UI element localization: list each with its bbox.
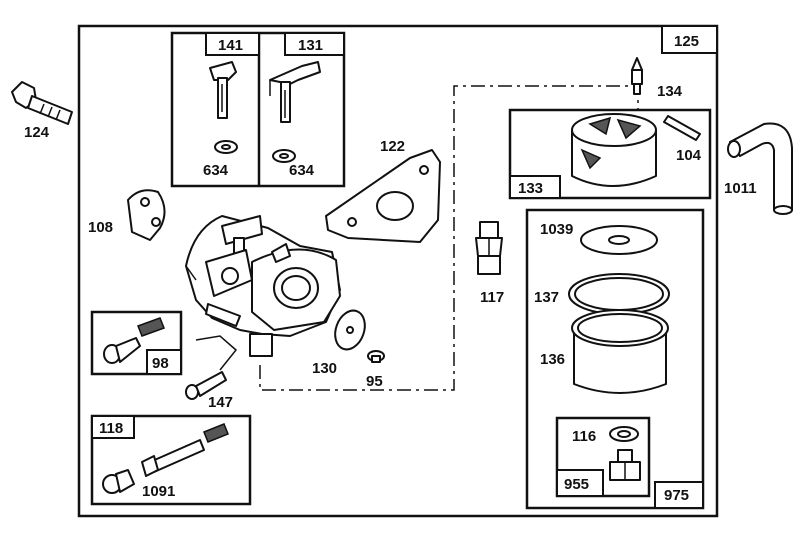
label-131: 131 [298,37,323,54]
label-634-left: 634 [203,162,229,179]
tag-955-box [556,469,604,497]
bolt-124 [11,81,73,125]
label-108: 108 [88,219,113,236]
box-98 [90,310,183,376]
leader-147 [195,335,238,371]
label-136: 136 [540,351,565,368]
tag-131-box [284,32,345,56]
gasket-1039 [580,225,658,255]
label-137: 137 [534,289,559,306]
box-975 [525,208,705,510]
label-125: 125 [674,33,699,50]
label-117: 117 [480,289,504,306]
washer-634-right [272,149,296,163]
label-955: 955 [564,476,589,493]
label-122: 122 [380,138,405,155]
tag-125-box [661,25,718,54]
fuel-hose-1011 [727,122,793,215]
o-ring-137 [568,273,670,315]
float-bowl-136 [571,309,669,394]
carburetor-body [185,215,341,357]
choke-shaft-131 [269,61,321,123]
label-634-right: 634 [289,162,315,179]
label-133: 133 [518,180,543,197]
diaphragm-130 [334,309,366,351]
label-95: 95 [366,373,383,390]
washer-116 [609,426,639,442]
washer-634-left [214,140,238,154]
tag-98-box [146,349,182,375]
box-133 [508,108,712,200]
throttle-shaft-141 [209,61,237,119]
label-147: 147 [208,394,233,411]
choke-plate-108 [127,189,166,241]
label-104: 104 [676,147,702,164]
gasket-122 [325,149,441,243]
main-frame [77,24,719,518]
bowl-nut-955 [609,449,641,481]
tag-118-box [91,415,135,439]
label-118: 118 [99,420,123,437]
float-133 [571,113,657,187]
mixture-screw-118 [102,423,229,494]
label-1091: 1091 [142,483,175,500]
label-134: 134 [657,83,683,100]
label-116: 116 [572,428,596,445]
label-1011: 1011 [724,180,757,197]
tag-141-box [205,32,260,56]
label-124: 124 [24,124,50,141]
box-118 [90,414,252,506]
idle-screw-98 [103,317,165,364]
label-130: 130 [312,360,337,377]
label-975: 975 [664,487,689,504]
label-141: 141 [218,37,243,54]
inlet-needle-134 [631,57,643,95]
screw-147 [185,371,227,400]
float-pin-104 [663,115,701,141]
label-98: 98 [152,355,169,372]
label-1039: 1039 [540,221,573,238]
fitting-117 [475,221,503,275]
tag-975-box [654,481,704,509]
screw-95 [367,350,385,363]
tag-133-box [509,175,561,199]
